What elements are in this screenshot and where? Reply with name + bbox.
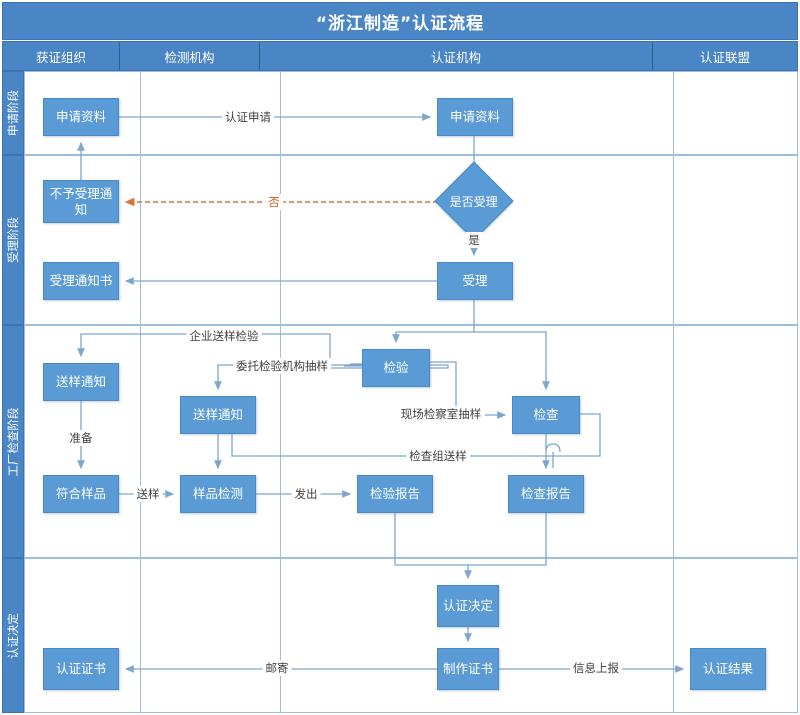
edge-label-prepare: 准备: [66, 430, 96, 446]
node-qualified-sample[interactable]: 符合样品: [43, 475, 119, 513]
column-header-label: 检测机构: [164, 49, 215, 65]
lane-label-工厂检查阶段: 工厂检查阶段: [2, 325, 24, 558]
edge-label-text: 委托检验机构抽样: [236, 359, 328, 373]
node-reject-notice[interactable]: 不予受理通知: [43, 180, 119, 223]
edge-label-cert-application: 认证申请: [222, 109, 274, 125]
lane-label-受理阶段: 受理阶段: [2, 155, 24, 325]
lane-label-认证决定: 认证决定: [2, 558, 24, 713]
node-label: 认证决定: [442, 598, 493, 614]
node-sample-test[interactable]: 样品检测: [180, 475, 256, 513]
edge-label-text: 是: [468, 233, 480, 247]
edge-label-text: 送样: [136, 487, 160, 501]
node-sample-notice-1[interactable]: 送样通知: [43, 363, 119, 401]
node-label: 认证结果: [702, 661, 753, 677]
column-header-认证机构: 认证机构: [259, 42, 652, 70]
edge-label-mail: 邮寄: [262, 660, 292, 676]
node-test-report[interactable]: 检验报告: [357, 475, 433, 513]
edge-label-text: 认证申请: [225, 110, 271, 124]
column-divider-3: [673, 71, 674, 713]
edge-label-issue: 发出: [291, 486, 321, 502]
lane-body-申请阶段: [24, 71, 798, 155]
edge-label-text: 发出: [294, 487, 318, 501]
column-header-row: 获证组织 检测机构 认证机构 认证联盟: [2, 41, 798, 71]
edge-label-text: 准备: [69, 431, 93, 445]
node-label: 送样通知: [192, 407, 243, 423]
edge-label-text: 信息上报: [573, 661, 619, 675]
column-header-认证联盟: 认证联盟: [652, 42, 797, 70]
node-cert-result[interactable]: 认证结果: [690, 648, 766, 690]
node-label: 检查报告: [520, 486, 571, 502]
node-cert-document[interactable]: 认证证书: [43, 648, 119, 690]
node-label: 是否受理: [449, 194, 499, 209]
edge-label-text: 检查组送样: [409, 449, 467, 463]
node-factory-check[interactable]: 检查: [512, 396, 580, 434]
node-label: 受理通知书: [49, 273, 113, 289]
node-make-cert[interactable]: 制作证书: [437, 648, 499, 690]
edge-label-report-info: 信息上报: [570, 660, 622, 676]
page-title: “浙江制造”认证流程: [2, 2, 798, 40]
column-divider-1: [140, 71, 141, 713]
column-header-label: 认证联盟: [699, 49, 750, 65]
lane-body-受理阶段: [24, 155, 798, 325]
lane-label-text: 工厂检查阶段: [6, 407, 20, 476]
edge-label-enterprise-sample: 企业送样检验: [186, 328, 262, 344]
lane-label-申请阶段: 申请阶段: [2, 71, 24, 155]
node-label: 送样通知: [55, 374, 106, 390]
node-label: 申请资料: [449, 109, 500, 125]
node-apply-docs-cert[interactable]: 申请资料: [437, 98, 513, 136]
node-label: 检查: [533, 407, 559, 423]
node-accept-notice[interactable]: 受理通知书: [43, 262, 119, 300]
node-label: 样品检测: [192, 486, 243, 502]
edge-label-send-sample: 送样: [133, 486, 163, 502]
edge-label-onsite-sampling: 现场检察室抽样: [397, 406, 485, 422]
column-header-label: 获证组织: [35, 49, 86, 65]
node-label: 检验报告: [369, 486, 420, 502]
node-label: 认证证书: [55, 661, 106, 677]
edge-label-entrust-sampling: 委托检验机构抽样: [233, 358, 331, 374]
edge-label-text: 邮寄: [265, 661, 289, 675]
column-divider-2: [280, 71, 281, 713]
node-accept[interactable]: 受理: [437, 262, 513, 300]
lane-label-text: 申请阶段: [6, 90, 20, 136]
node-apply-docs-org[interactable]: 申请资料: [43, 98, 119, 136]
column-header-label: 认证机构: [430, 49, 481, 65]
column-header-检测机构: 检测机构: [119, 42, 259, 70]
node-label: 受理: [462, 273, 488, 289]
node-label: 检验: [383, 360, 409, 376]
edge-label-no: 否: [265, 194, 283, 210]
lane-body-认证决定: [24, 558, 798, 713]
edge-label-text: 企业送样检验: [189, 329, 259, 343]
node-label: 不予受理通知: [49, 185, 113, 217]
edge-label-yes: 是: [465, 232, 483, 248]
lane-label-text: 认证决定: [6, 612, 20, 659]
node-inspection[interactable]: 检验: [362, 349, 430, 387]
node-cert-decision[interactable]: 认证决定: [437, 585, 499, 627]
node-label: 符合样品: [55, 486, 106, 502]
node-sample-notice-2[interactable]: 送样通知: [180, 396, 256, 434]
edge-label-check-group-sample: 检查组送样: [406, 448, 470, 464]
lane-label-text: 受理阶段: [6, 217, 20, 263]
node-label: 申请资料: [55, 109, 106, 125]
node-label: 制作证书: [442, 661, 493, 677]
node-check-report[interactable]: 检查报告: [508, 475, 584, 513]
column-header-获证组织: 获证组织: [3, 42, 119, 70]
edge-label-text: 否: [268, 195, 280, 209]
edge-label-text: 现场检察室抽样: [400, 407, 482, 421]
